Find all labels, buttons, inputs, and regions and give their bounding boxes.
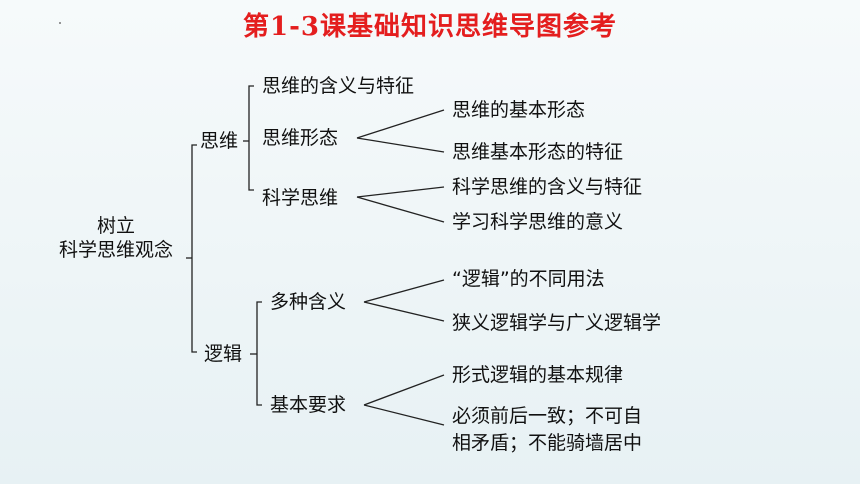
fan-hanyi-1	[363, 279, 445, 303]
leaf-kexue-yiyi: 学习科学思维的意义	[452, 211, 624, 233]
fan-xingtai-1	[356, 109, 445, 139]
leaf-luoji-yongfa: “逻辑”的不同用法	[452, 268, 605, 290]
root-node: 树立 科学思维观念	[46, 214, 186, 262]
fan-yaoqiu-1	[363, 374, 445, 406]
leaf-yizhi-line1: 必须前后一致；不可自	[452, 405, 643, 427]
fan-kexue-2	[356, 196, 445, 223]
fan-kexue-1	[356, 186, 445, 198]
node-siwei-xingtai: 思维形态	[262, 127, 339, 149]
luoji-bracket	[256, 301, 262, 406]
fan-hanyi-2	[363, 301, 445, 322]
root-bracket	[191, 144, 197, 353]
branch-siwei: 思维	[200, 130, 239, 152]
siwei-bracket	[248, 85, 254, 191]
leaf-xingtai-tezheng: 思维基本形态的特征	[452, 141, 624, 163]
root-line-1: 树立	[96, 215, 135, 237]
leaf-kexue-hanyi: 科学思维的含义与特征	[452, 176, 643, 198]
node-jiben-yaoqiu: 基本要求	[270, 394, 347, 416]
leaf-jiben-guilv: 形式逻辑的基本规律	[452, 364, 624, 386]
decorative-dot	[59, 22, 61, 24]
leaf-jiben-xingtai: 思维的基本形态	[452, 99, 586, 121]
page-title: 第1-3课基础知识思维导图参考	[243, 12, 617, 42]
root-line-2: 科学思维观念	[58, 239, 173, 261]
branch-luoji: 逻辑	[204, 343, 243, 365]
leaf-yizhi-line2: 相矛盾；不能骑墙居中	[452, 432, 643, 454]
fan-xingtai-2	[356, 137, 445, 153]
leaf-xiayi-guangyi: 狭义逻辑学与广义逻辑学	[452, 312, 662, 334]
node-siwei-hanyi: 思维的含义与特征	[262, 75, 415, 97]
node-duozhong-hanyi: 多种含义	[270, 291, 347, 313]
node-kexue-siwei: 科学思维	[262, 187, 339, 209]
fan-yaoqiu-2	[363, 404, 445, 426]
